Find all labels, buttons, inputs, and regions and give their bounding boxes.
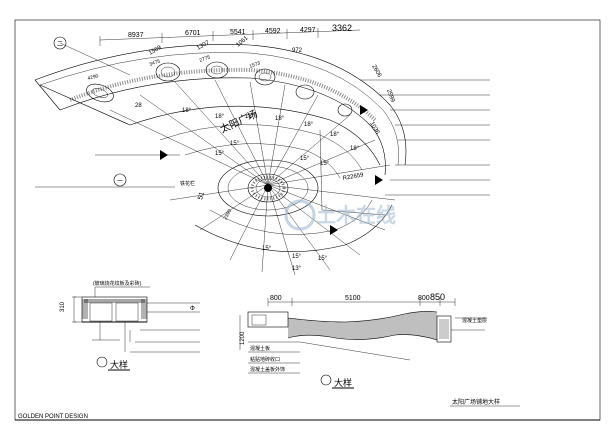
small-dim-1: 4290 xyxy=(87,73,100,82)
detail2-caption: 大样 xyxy=(334,377,352,388)
top-dim-3: 5541 xyxy=(230,29,246,36)
small-dim-2: 3475 xyxy=(149,58,162,68)
svg-text:土木在线: 土木在线 xyxy=(316,203,396,227)
small-dim-3: 2775 xyxy=(199,54,212,64)
sheet-title: 太阳广场铺地大样 xyxy=(452,398,500,406)
detail1-caption: 大样 xyxy=(110,359,128,370)
radius-label: R22659 xyxy=(342,172,364,182)
top-dim-6: 3362 xyxy=(332,23,352,33)
detail1-caption-circle xyxy=(96,356,108,368)
small-note: 铁花栏 xyxy=(180,180,195,187)
center-dim: 51 xyxy=(197,191,206,200)
angle-label-5: 18° xyxy=(304,122,314,128)
angle-label-12: 15° xyxy=(262,246,272,252)
detail2-dim-2: 5100 xyxy=(345,295,361,302)
detail2-note-3: 混凝土垫层 xyxy=(462,317,487,324)
angle-label-9: 15° xyxy=(230,141,240,147)
detail1-note: (玻璃烧花纹板及彩砖) xyxy=(93,280,142,287)
plaza-plan xyxy=(34,28,490,276)
angle-label-14: 13° xyxy=(292,266,302,272)
angle-label-15: 15° xyxy=(318,256,328,262)
detail-2 xyxy=(239,298,485,374)
detail2-height-dim: 1200 xyxy=(240,331,246,345)
detail1-leader-label: Φ xyxy=(190,306,195,312)
detail-1 xyxy=(72,286,200,353)
angle-label-10: 15° xyxy=(300,156,310,162)
detail2-dim-3: 800 xyxy=(418,295,430,302)
top-dim-1: 8937 xyxy=(128,32,144,39)
plaza-label: 太阳广场 xyxy=(218,107,260,136)
detail2-note-4: 混凝土盖板外饰 xyxy=(250,366,285,373)
right-dim-2: 2599 xyxy=(385,89,395,104)
small-dim-4: 1573 xyxy=(249,60,262,70)
angle-label-7: 18° xyxy=(350,146,360,152)
detail2-note-1: 混凝土板 xyxy=(250,345,270,352)
inner-dim-4: 972 xyxy=(292,48,303,54)
right-dim-1: 2606 xyxy=(370,64,382,79)
angle-label-4: 18° xyxy=(275,116,285,122)
watermark: 土木在线 xyxy=(284,199,396,231)
section-mark-top: 二 xyxy=(53,36,67,50)
inner-dim-2: 1307 xyxy=(196,40,211,52)
side-dim: 28 xyxy=(135,103,142,109)
ring-dim: 2390 xyxy=(223,208,234,221)
inner-dim-3: 1061 xyxy=(235,35,250,49)
svg-text:一: 一 xyxy=(117,179,123,185)
detail2-note-2: 粘贴地砖收口 xyxy=(250,356,280,363)
angle-label-2: 18° xyxy=(215,114,225,120)
sheet-border xyxy=(14,19,601,421)
svg-text:二: 二 xyxy=(57,42,63,48)
angle-label-8: 15° xyxy=(215,151,225,157)
angle-label-11: 15° xyxy=(320,161,330,167)
right-dim-3: 1036 xyxy=(368,121,380,136)
angle-label-3: 18° xyxy=(245,114,255,120)
detail2-dim-4: 850 xyxy=(430,292,445,302)
top-dim-4: 4592 xyxy=(265,28,281,35)
inner-dim-1: 1569 xyxy=(148,45,163,57)
detail1-height-dim: 310 xyxy=(60,301,66,312)
company-name: GOLDEN POINT DESIGN xyxy=(18,414,88,420)
section-mark-bottom: 一 xyxy=(113,173,127,187)
angle-label-1: 18° xyxy=(182,108,192,114)
detail2-caption-circle xyxy=(320,374,332,386)
top-dim-5: 4297 xyxy=(300,27,316,34)
top-dim-2: 6701 xyxy=(185,30,201,37)
detail2-dim-1: 800 xyxy=(270,295,282,302)
angle-label-6: 18° xyxy=(330,132,340,138)
angle-label-13: 15° xyxy=(292,254,302,260)
